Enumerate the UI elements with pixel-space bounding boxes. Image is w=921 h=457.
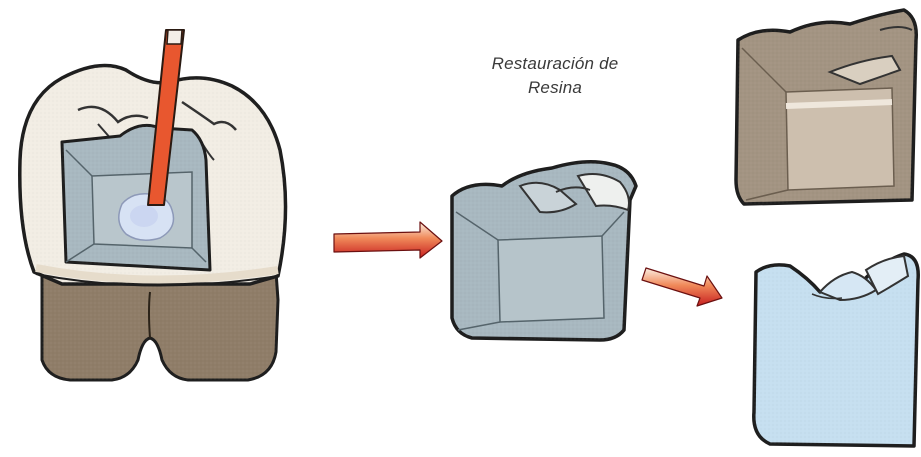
caption-line-1: Restauración de (440, 52, 670, 76)
caption-line-2: Resina (440, 76, 670, 100)
tooth-section-top (736, 10, 916, 204)
arrow-right-icon (642, 268, 722, 306)
prepared-tooth (20, 30, 286, 380)
arrow-right-icon (334, 222, 442, 258)
cavity-section (452, 162, 636, 340)
diagram-caption: Restauración de Resina (440, 52, 670, 100)
restored-tooth (754, 254, 918, 446)
